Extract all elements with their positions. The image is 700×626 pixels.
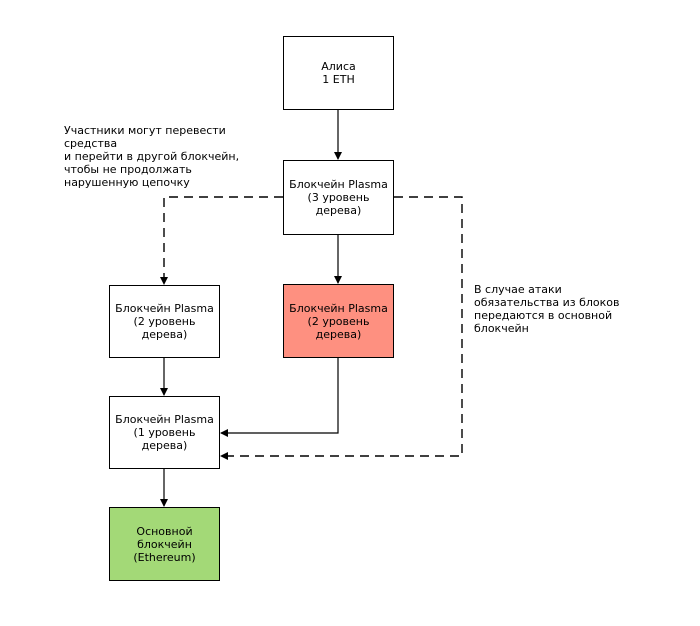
- exit-note: Участники могут перевести средства и пер…: [64, 124, 239, 189]
- attack-note: В случае атаки обязательства из блоков п…: [474, 283, 619, 335]
- node-mainchain-line-1: Основной: [136, 524, 193, 538]
- node-plasma-l1: Блокчейн Plasma (1 уровень дерева): [109, 396, 220, 469]
- node-plasma-l2-left-line-1: Блокчейн Plasma: [115, 302, 214, 315]
- node-plasma-l3: Блокчейн Plasma (3 уровень дерева): [283, 160, 394, 235]
- node-plasma-l3-line-1: Блокчейн Plasma: [289, 178, 388, 191]
- node-plasma-l2-attacked-line-3: дерева): [315, 327, 362, 341]
- dashed-arrow-exit: [160, 196, 283, 285]
- exit-note-line-3: и перейти в другой блокчейн,: [64, 150, 240, 163]
- attack-note-line-4: блокчейн: [474, 322, 529, 335]
- node-plasma-l2-attacked-line-1: Блокчейн Plasma: [289, 301, 388, 315]
- node-plasma-l1-line-1: Блокчейн Plasma: [115, 413, 214, 426]
- exit-note-line-5: нарушенную цепочку: [64, 176, 190, 189]
- attack-note-line-2: обязательства из блоков: [474, 296, 620, 309]
- node-mainchain: Основной блокчейн (Ethereum): [109, 507, 220, 581]
- node-plasma-l3-line-3: дерева): [315, 204, 362, 217]
- attack-note-line-1: В случае атаки: [474, 283, 562, 296]
- node-plasma-l1-line-3: дерева): [141, 439, 188, 452]
- exit-note-line-4: чтобы не продолжать: [64, 163, 192, 176]
- node-plasma-l2-left: Блокчейн Plasma (2 уровень дерева): [109, 285, 220, 358]
- node-plasma-l2-attacked: Блокчейн Plasma (2 уровень дерева): [283, 284, 394, 358]
- node-plasma-l2-left-line-3: дерева): [141, 328, 188, 341]
- node-plasma-l2-left-line-2: (2 уровень: [133, 315, 196, 328]
- attack-note-line-3: передаются в основной: [474, 309, 613, 322]
- exit-note-line-2: средства: [64, 137, 118, 150]
- node-mainchain-line-2: блокчейн: [137, 537, 192, 551]
- node-plasma-l2-attacked-line-2: (2 уровень: [307, 314, 370, 328]
- exit-note-line-1: Участники могут перевести: [64, 124, 226, 137]
- arrow-l2-attacked-to-l1: [220, 358, 339, 437]
- node-alice-line-2: 1 ETH: [322, 73, 355, 86]
- node-mainchain-line-3: (Ethereum): [133, 550, 196, 564]
- node-alice-line-1: Алиса: [321, 60, 356, 73]
- node-alice: Алиса 1 ETH: [283, 36, 394, 110]
- dashed-arrow-commitments: [220, 196, 463, 460]
- node-plasma-l3-line-2: (3 уровень: [307, 191, 370, 204]
- node-plasma-l1-line-2: (1 уровень: [133, 426, 196, 439]
